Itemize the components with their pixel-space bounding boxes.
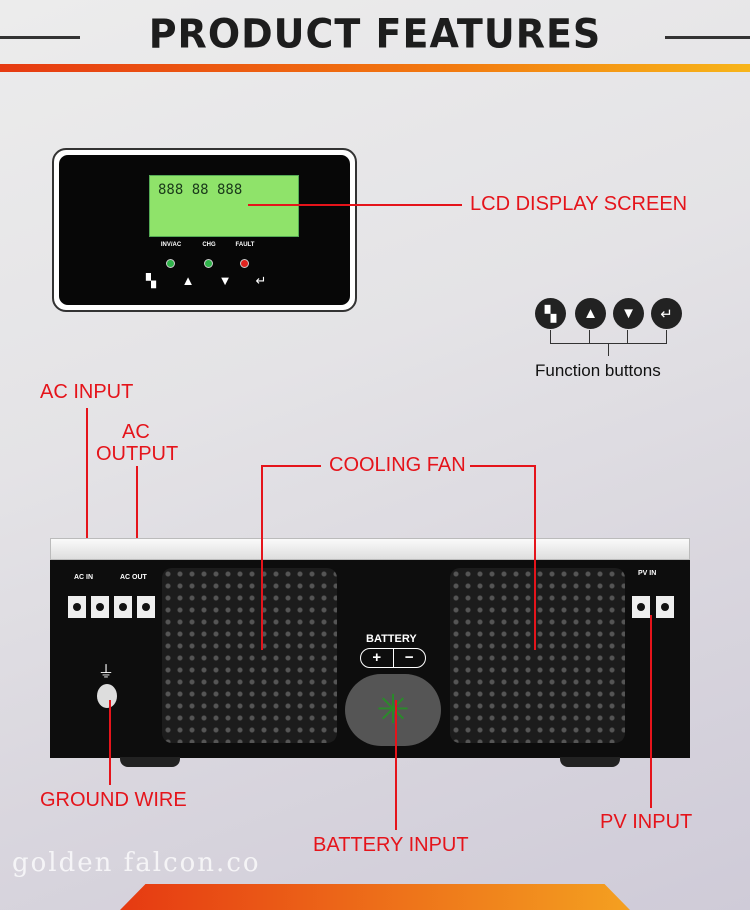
enter-button[interactable]: ↵: [255, 273, 267, 288]
up-arrow-icon: ▲: [575, 298, 606, 329]
pv-input-callout: PV INPUT: [600, 811, 693, 833]
bottom-accent: [120, 884, 630, 910]
ac-input-callout: AC INPUT: [40, 381, 134, 403]
pv-minus-terminal[interactable]: [656, 596, 674, 618]
ground-icon: ⏚: [98, 664, 115, 681]
battery-polarity: + −: [360, 648, 426, 668]
ac-out-l-terminal[interactable]: [114, 596, 132, 618]
ground-line: [109, 700, 111, 785]
ac-in-n-terminal[interactable]: [91, 596, 109, 618]
function-bracket: [550, 330, 667, 344]
accent-bar: [0, 64, 750, 72]
ac-output-callout-1: AC: [122, 421, 150, 443]
chg-led: [204, 259, 213, 268]
fault-led: [240, 259, 249, 268]
function-bracket-inner: [589, 330, 628, 344]
top-cover: [50, 538, 690, 560]
battery-line: [395, 700, 397, 830]
ac-out-n-terminal[interactable]: [137, 596, 155, 618]
rear-panel: AC IN AC OUT ⏚ BATTERY + − ✳ PV IN: [50, 560, 690, 758]
cooling-fan-left: [162, 568, 337, 743]
battery-minus: −: [404, 649, 414, 666]
enter-icon: ↵: [651, 298, 682, 329]
led-label-inv-ac: INV/AC: [160, 242, 182, 248]
ac-in-l-terminal[interactable]: [68, 596, 86, 618]
ac-output-line: [136, 466, 138, 576]
ac-out-label: AC OUT: [120, 574, 147, 581]
cooling-fan-callout: COOLING FAN: [329, 454, 466, 476]
up-button[interactable]: ▲: [181, 273, 195, 288]
inverter-rear: AC IN AC OUT ⏚ BATTERY + − ✳ PV IN: [50, 538, 690, 767]
menu-button[interactable]: ▚: [146, 273, 156, 288]
led-label-chg: CHG: [202, 242, 216, 248]
battery-plus: +: [361, 649, 394, 667]
watermark: golden falcon.co: [12, 848, 261, 878]
fan-line-right-v: [534, 465, 536, 650]
ac-output-callout-2: OUTPUT: [96, 443, 179, 465]
pv-in-label: PV IN: [638, 570, 657, 577]
ac-input-line: [86, 408, 88, 580]
ground-wire-callout: GROUND WIRE: [40, 789, 187, 811]
lcd-screen: 888 88 888: [149, 175, 299, 237]
menu-icon: ▚: [535, 298, 566, 329]
fan-line-right-h: [470, 465, 536, 467]
function-bracket-stem: [608, 344, 609, 356]
pv-line: [650, 615, 652, 808]
foot-right: [560, 757, 620, 767]
page-title: PRODUCT FEATURES: [148, 10, 602, 58]
title-line-left: [0, 36, 80, 39]
lcd-callout-line: [248, 204, 462, 206]
battery-label: BATTERY: [366, 633, 417, 645]
ac-in-label: AC IN: [74, 574, 94, 581]
battery-input-callout: BATTERY INPUT: [313, 834, 469, 856]
fan-line-left-v: [261, 465, 263, 650]
pv-plus-terminal[interactable]: [632, 596, 650, 618]
title-line-right: [665, 36, 750, 39]
lcd-callout: LCD DISPLAY SCREEN: [470, 193, 688, 215]
fan-line-left-h: [261, 465, 321, 467]
down-arrow-icon: ▼: [613, 298, 644, 329]
control-panel: 888 88 888 INV/AC CHG FAULT ▚ ▲ ▼ ↵: [52, 148, 357, 312]
foot-left: [120, 757, 180, 767]
pv-terminals: [632, 596, 674, 618]
battery-grommet[interactable]: ✳: [345, 674, 441, 746]
ac-terminals: [68, 596, 155, 618]
inv-ac-led: [166, 259, 175, 268]
function-buttons-label: Function buttons: [535, 361, 661, 380]
cooling-fan-right: [450, 568, 625, 743]
down-button[interactable]: ▼: [218, 273, 232, 288]
led-label-fault: FAULT: [235, 242, 255, 248]
ground-screw[interactable]: [97, 684, 117, 708]
